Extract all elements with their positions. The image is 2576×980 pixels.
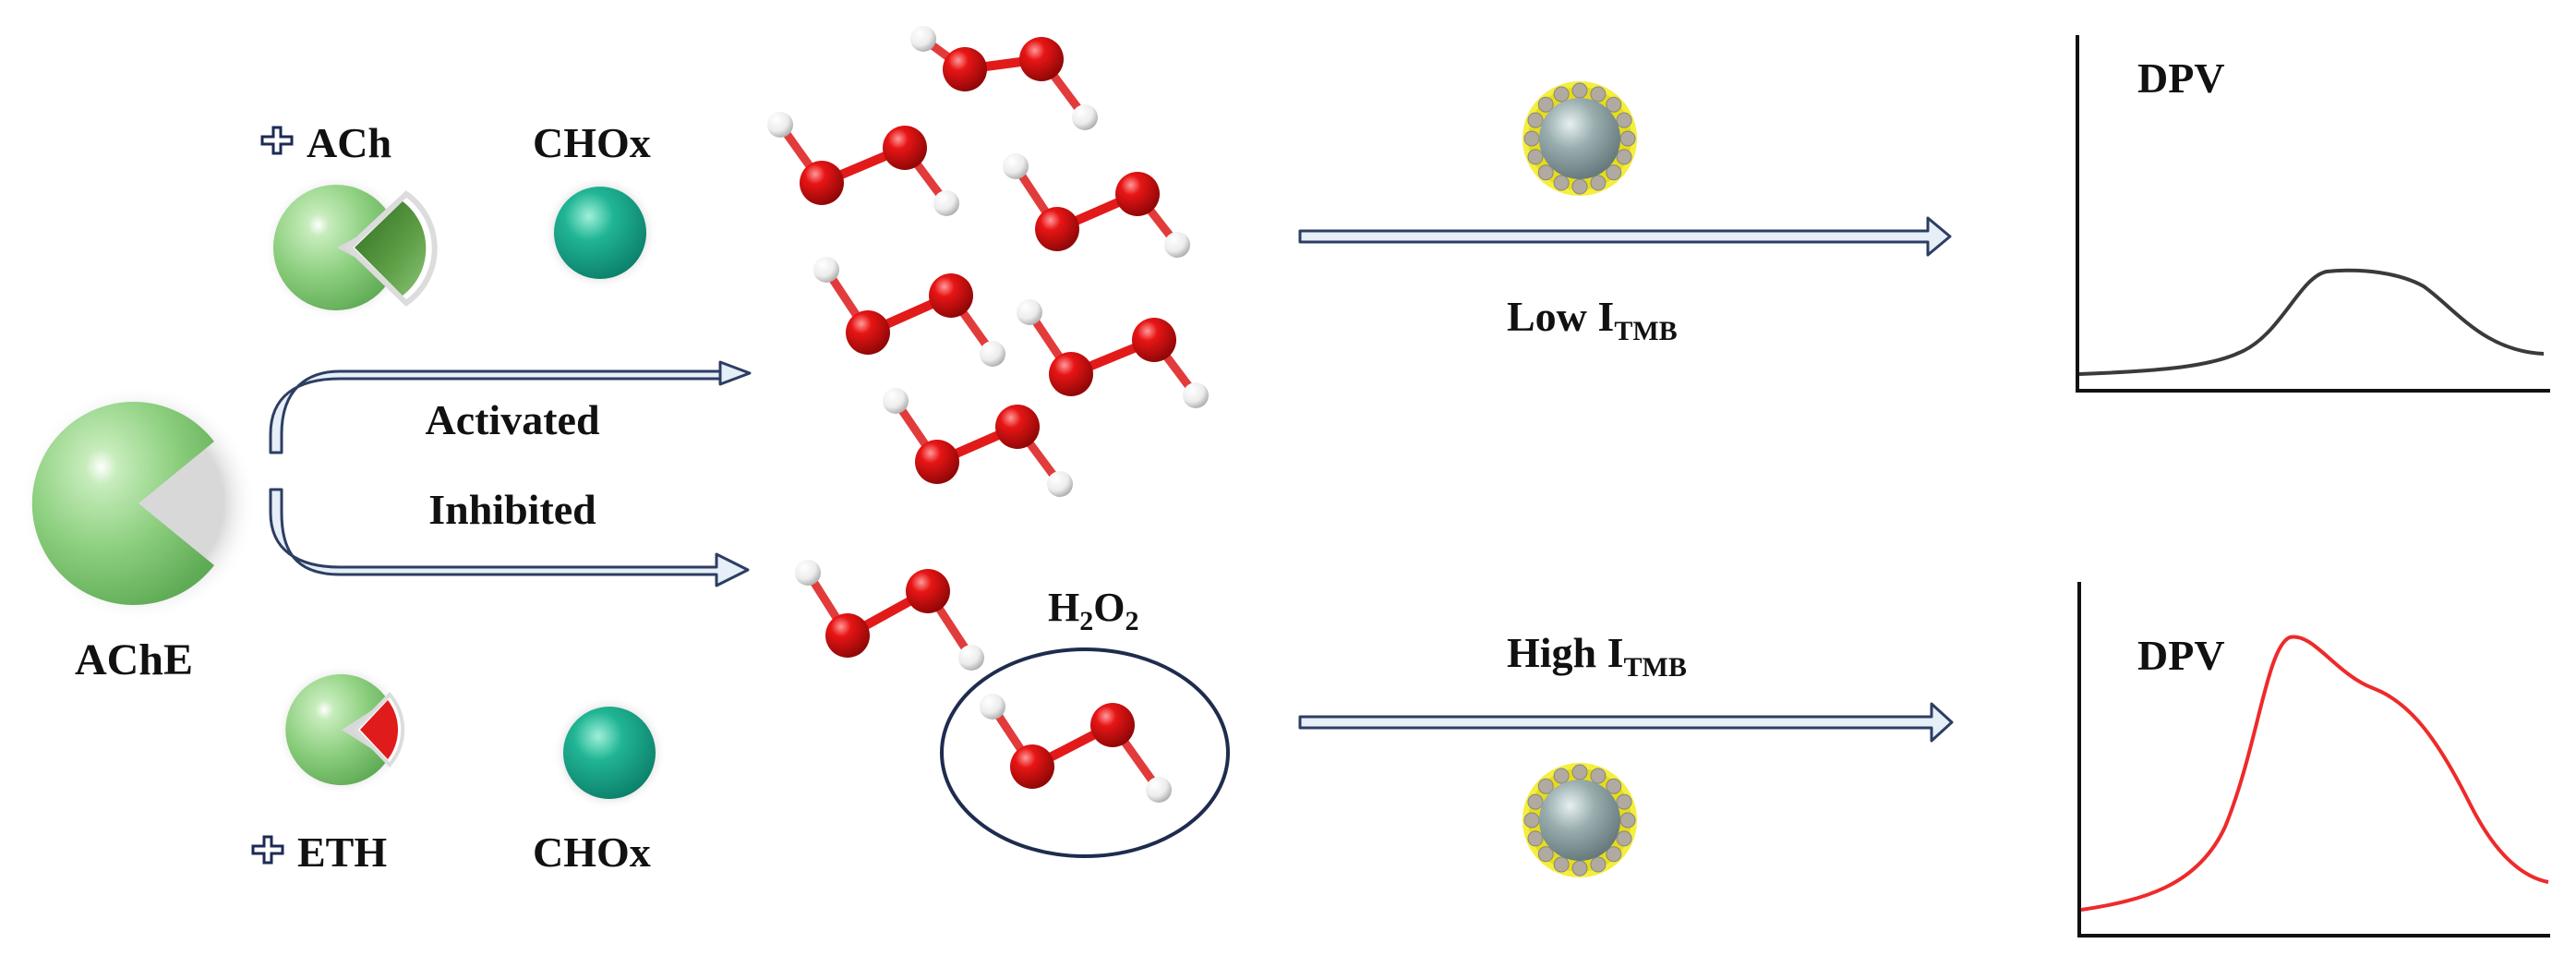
- nanoparticle-bottom-icon: [1523, 763, 1637, 877]
- dpv-bottom-curve: [2080, 635, 2549, 912]
- h2o2-molecule-icon: [1003, 153, 1190, 258]
- ache-ach-complex-icon: [263, 174, 438, 321]
- plus-icon-ach: [260, 126, 294, 155]
- h2o2-molecule-icon: [1017, 299, 1209, 408]
- h2o2-molecule-icon: [813, 257, 1005, 367]
- low-itmb-label: Low ITMB: [1507, 293, 1678, 346]
- high-signal-arrow: [1298, 702, 1954, 743]
- h2o2-molecule-icon: [980, 694, 1172, 803]
- inhibited-label: Inhibited: [428, 486, 596, 533]
- chox-bottom-sphere-icon: [552, 696, 667, 810]
- h2o2-molecule-cluster: [767, 26, 1209, 803]
- ach-label: ACh: [307, 119, 391, 166]
- dpv-top-label: DPV: [2137, 54, 2225, 102]
- ache-label: AChE: [75, 635, 193, 684]
- h2o2-molecule-icon: [767, 112, 959, 216]
- eth-label: ETH: [297, 829, 387, 876]
- dpv-top-curve: [2078, 268, 2545, 376]
- dpv-top-plot: DPV: [2076, 35, 2550, 393]
- dpv-bottom-plot: DPV: [2077, 582, 2550, 938]
- activated-label: Activated: [425, 396, 599, 443]
- low-signal-arrow: [1298, 216, 1952, 257]
- chox-top-sphere-icon: [543, 175, 657, 290]
- h2o2-label: H2O2: [1048, 585, 1138, 636]
- h2o2-molecule-icon: [795, 560, 984, 671]
- inhibited-arrow: [269, 488, 750, 587]
- dpv-bottom-label: DPV: [2137, 632, 2225, 679]
- activated-arrow: [269, 360, 752, 454]
- plus-icon-eth: [251, 835, 284, 865]
- h2o2-molecule-icon: [910, 26, 1098, 130]
- h2o2-highlight-ellipse: [940, 647, 1230, 858]
- ache-enzyme-icon: [20, 385, 257, 622]
- chox-bottom-label: CHOx: [533, 829, 651, 876]
- high-itmb-label: High ITMB: [1507, 629, 1687, 683]
- nanoparticle-top-icon: [1523, 81, 1637, 196]
- chox-top-label: CHOx: [533, 119, 651, 166]
- h2o2-molecule-icon: [883, 388, 1073, 497]
- ache-eth-complex-icon: [275, 663, 408, 796]
